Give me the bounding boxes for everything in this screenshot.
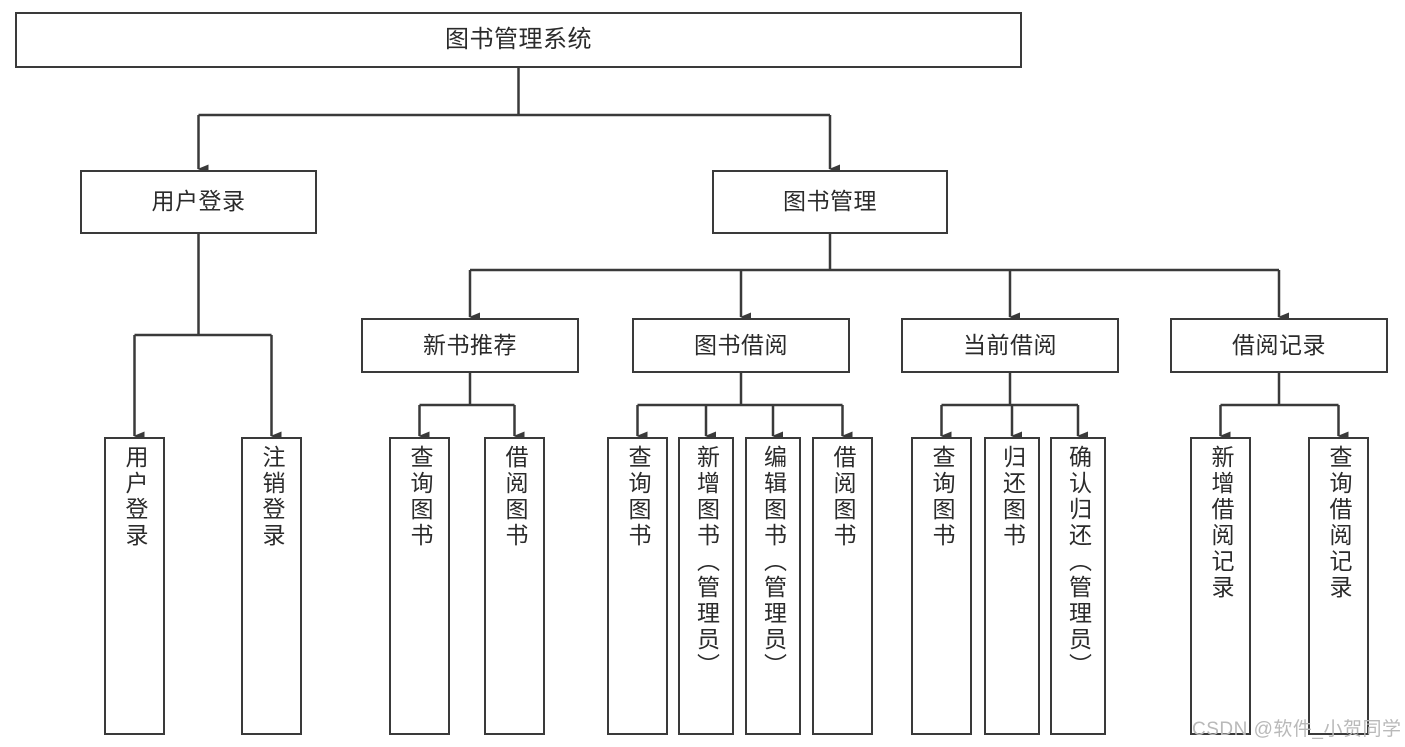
node-label: 图书管理系统: [445, 25, 592, 53]
node-l13[interactable]: 查询借阅记录: [1308, 437, 1369, 735]
node-root[interactable]: 图书管理系统: [15, 12, 1022, 68]
node-label: 借阅图书: [830, 445, 856, 549]
node-newbook[interactable]: 新书推荐: [361, 318, 579, 373]
node-label: 查询图书: [929, 445, 955, 549]
node-bookmgmt[interactable]: 图书管理: [712, 170, 948, 234]
node-label: 注销登录: [259, 445, 285, 549]
node-l5[interactable]: 查询图书: [607, 437, 668, 735]
node-login[interactable]: 用户登录: [80, 170, 317, 234]
node-l1[interactable]: 用户登录: [104, 437, 165, 735]
node-l11[interactable]: 确认归还（管理员）: [1050, 437, 1106, 735]
node-borrow[interactable]: 图书借阅: [632, 318, 850, 373]
node-current[interactable]: 当前借阅: [901, 318, 1119, 373]
node-l12[interactable]: 新增借阅记录: [1190, 437, 1251, 735]
node-label: 图书管理: [783, 188, 877, 215]
node-label: 新增借阅记录: [1208, 445, 1234, 601]
node-l7[interactable]: 编辑图书（管理员）: [745, 437, 801, 735]
node-label: 新增图书（管理员）: [693, 445, 720, 679]
node-label: 借阅图书: [502, 445, 528, 549]
watermark: CSDN @软件_小贺同学: [1192, 719, 1402, 740]
node-label: 查询图书: [625, 445, 651, 549]
node-label: 确认归还（管理员）: [1065, 445, 1092, 679]
node-label: 编辑图书（管理员）: [760, 445, 787, 679]
node-l4[interactable]: 借阅图书: [484, 437, 545, 735]
node-label: 用户登录: [122, 445, 148, 549]
node-label: 新书推荐: [423, 331, 517, 358]
node-l9[interactable]: 查询图书: [911, 437, 972, 735]
node-label: 用户登录: [151, 188, 246, 215]
node-label: 图书借阅: [694, 331, 788, 358]
node-l8[interactable]: 借阅图书: [812, 437, 873, 735]
node-label: 归还图书: [999, 445, 1026, 549]
node-label: 借阅记录: [1232, 331, 1326, 358]
node-l2[interactable]: 注销登录: [241, 437, 302, 735]
node-l10[interactable]: 归还图书: [984, 437, 1040, 735]
node-records[interactable]: 借阅记录: [1170, 318, 1388, 373]
node-label: 查询借阅记录: [1326, 445, 1352, 601]
node-label: 当前借阅: [963, 331, 1057, 358]
node-label: 查询图书: [407, 445, 433, 549]
node-l6[interactable]: 新增图书（管理员）: [678, 437, 734, 735]
node-l3[interactable]: 查询图书: [389, 437, 450, 735]
